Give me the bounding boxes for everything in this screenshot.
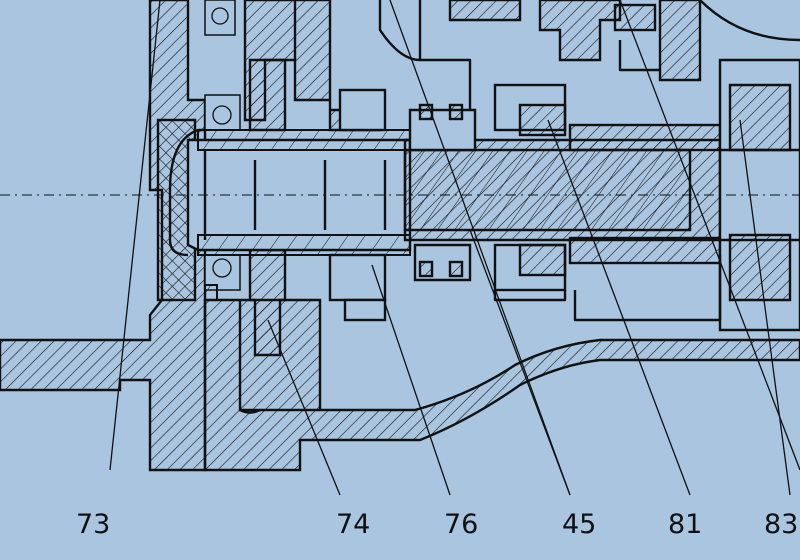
label-76: 76: [444, 509, 478, 540]
coupling-45: [408, 103, 477, 282]
label-81: 81: [668, 509, 702, 540]
housing-shell: [203, 298, 800, 472]
upper-right-mechanism: [448, 0, 800, 82]
bearing-top-left: [204, 0, 241, 131]
label-83: 83: [764, 509, 798, 540]
gear-81: [493, 83, 567, 292]
gear-83: [718, 58, 800, 332]
gear-76: [328, 88, 387, 322]
housing-left: [0, 0, 207, 472]
label-45: 45: [562, 509, 596, 540]
shaft: [186, 129, 722, 256]
leader-lines: [109, 0, 800, 496]
label-73: 73: [76, 509, 110, 540]
bearing-bottom-left: [204, 254, 241, 301]
callout-labels: 73 74 76 45 81 83: [76, 509, 798, 540]
label-74: 74: [336, 509, 370, 540]
